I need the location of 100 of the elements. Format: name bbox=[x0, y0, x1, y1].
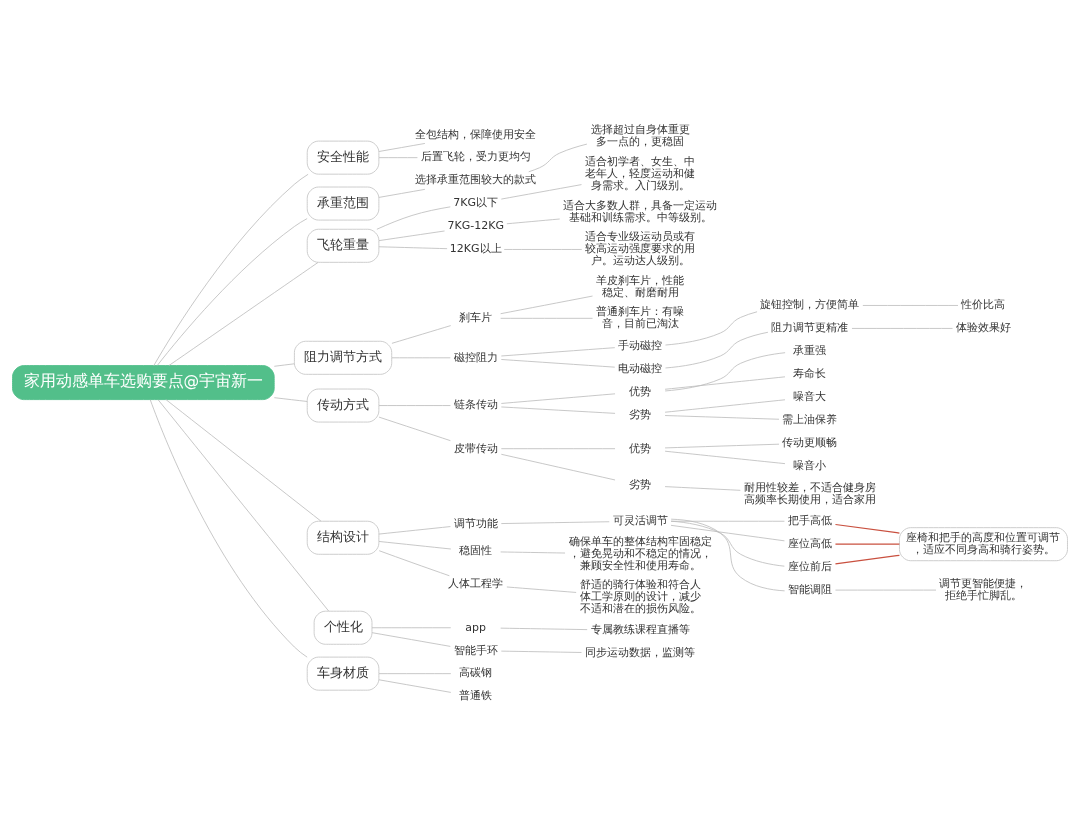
connector bbox=[378, 673, 452, 675]
connector bbox=[506, 586, 577, 593]
node-text: 寿命长 bbox=[793, 367, 827, 381]
node-text: 智能调阻 bbox=[787, 582, 832, 596]
node-text: 普通刹车片：有噪音，目前已淘汰 bbox=[596, 305, 685, 331]
node-text: 确保单车的整体结构牢固稳定，避免晃动和不稳定的情况，兼顾安全性和使用寿命。 bbox=[568, 535, 712, 573]
node-text: 需上油保养 bbox=[782, 413, 838, 427]
connector bbox=[376, 206, 451, 230]
connector bbox=[500, 295, 593, 315]
node-box: 承重范围 bbox=[306, 186, 380, 221]
connector bbox=[378, 188, 426, 198]
connector bbox=[391, 325, 452, 344]
connector bbox=[378, 550, 450, 577]
node-text: 优势 bbox=[629, 441, 652, 455]
connector bbox=[670, 520, 785, 567]
connector bbox=[157, 399, 330, 612]
node-text: 调节功能 bbox=[453, 516, 498, 530]
connector bbox=[391, 357, 451, 359]
connector bbox=[506, 218, 561, 225]
connector bbox=[273, 397, 308, 402]
node-text: 稳固性 bbox=[459, 544, 493, 558]
node-text: 噪音小 bbox=[793, 458, 827, 472]
connector bbox=[528, 143, 588, 173]
connector bbox=[168, 262, 319, 366]
node-text: 适合初学者、女生、中老年人，轻度运动和健身需求。入门级别。 bbox=[585, 155, 696, 192]
node-box: 座椅和把手的高度和位置可调节，适应不同身高和骑行姿势。 bbox=[899, 527, 1068, 562]
connector bbox=[165, 399, 322, 522]
node-text: 手动磁控 bbox=[618, 338, 663, 352]
node-text: 体验效果好 bbox=[955, 321, 1011, 335]
node-text: 承重强 bbox=[793, 344, 827, 358]
connector bbox=[371, 632, 451, 647]
connector bbox=[664, 486, 741, 491]
node-text: 高碳钢 bbox=[459, 666, 493, 680]
connector bbox=[378, 230, 445, 242]
connector bbox=[500, 453, 616, 481]
connector bbox=[500, 448, 616, 450]
node-text: 可灵活调节 bbox=[612, 514, 668, 528]
node-text: 刹车片 bbox=[459, 311, 493, 325]
connector bbox=[500, 184, 582, 200]
node-text: 舒适的骑行体验和符合人体工学原则的设计，减少不适和潜在的损伤风险。 bbox=[579, 578, 701, 616]
connector bbox=[378, 405, 451, 406]
connector bbox=[670, 518, 786, 592]
connector bbox=[664, 415, 780, 420]
node-box: 安全性能 bbox=[306, 140, 380, 175]
connector bbox=[378, 541, 452, 550]
connector bbox=[149, 399, 308, 658]
connector bbox=[670, 524, 785, 542]
connector bbox=[834, 543, 900, 545]
node-text: 座位前后 bbox=[787, 559, 832, 573]
node-text: 磁控阻力 bbox=[453, 350, 498, 364]
connector bbox=[835, 589, 937, 591]
connector bbox=[378, 246, 448, 250]
connector bbox=[500, 317, 593, 319]
node-text: 性价比高 bbox=[961, 298, 1006, 312]
connector bbox=[664, 443, 780, 449]
node-text: 专属教练课程直播等 bbox=[590, 623, 690, 637]
node-box: 飞轮重量 bbox=[306, 228, 380, 263]
node-text: 优势 bbox=[629, 384, 652, 398]
connector bbox=[500, 406, 616, 414]
node-text: 后置飞轮，受力更均匀 bbox=[420, 150, 531, 164]
connector bbox=[156, 218, 308, 366]
connector bbox=[378, 157, 418, 159]
node-text: 劣势 bbox=[629, 407, 652, 421]
node-text: app bbox=[465, 620, 487, 634]
node-box: 家用动感单车选购要点@宇宙新一 bbox=[12, 365, 275, 401]
connector bbox=[664, 450, 786, 465]
node-text: 智能手环 bbox=[453, 643, 498, 657]
node-text: 适合专业级运动员或有较高运动强度要求的用户。运动达人级别。 bbox=[585, 230, 696, 268]
connector bbox=[500, 347, 616, 357]
node-text: 阻力调节更精准 bbox=[771, 321, 849, 335]
connector bbox=[862, 305, 959, 306]
node-text: 7KG-12KG bbox=[447, 219, 504, 233]
node-text: 7KG以下 bbox=[453, 196, 499, 210]
node-text: 传动更顺畅 bbox=[782, 436, 838, 450]
connector bbox=[851, 328, 953, 329]
connector bbox=[664, 352, 786, 392]
node-text: 普通铁 bbox=[459, 689, 493, 703]
node-text: 皮带传动 bbox=[453, 441, 498, 455]
connector bbox=[664, 376, 786, 390]
node-text: 旋钮控制，方便简单 bbox=[760, 298, 860, 312]
connector bbox=[378, 416, 451, 442]
node-text: 全包结构，保障使用安全 bbox=[415, 127, 537, 141]
node-text: 座位高低 bbox=[787, 537, 832, 551]
connector bbox=[664, 399, 786, 413]
node-text: 羊皮刹车片，性能稳定、耐磨耐用 bbox=[596, 273, 685, 299]
connector bbox=[500, 627, 588, 631]
connector bbox=[371, 627, 452, 629]
node-text: 链条传动 bbox=[453, 398, 498, 412]
node-text: 选择超过自身体重更多一点的，更稳固 bbox=[590, 123, 690, 149]
node-text: 调节更智能便捷，拒绝手忙脚乱。 bbox=[939, 576, 1028, 602]
connector bbox=[665, 331, 769, 369]
connector bbox=[273, 363, 295, 367]
connector bbox=[378, 679, 452, 693]
connector bbox=[834, 554, 900, 565]
node-text: 适合大多数人群，具备一定运动基础和训练需求。中等级别。 bbox=[563, 198, 718, 224]
node-box: 个性化 bbox=[313, 610, 373, 645]
node-text: 12KG以上 bbox=[449, 242, 502, 256]
connector bbox=[500, 393, 616, 404]
connector bbox=[665, 311, 758, 346]
node-text: 人体工程学 bbox=[448, 577, 504, 591]
